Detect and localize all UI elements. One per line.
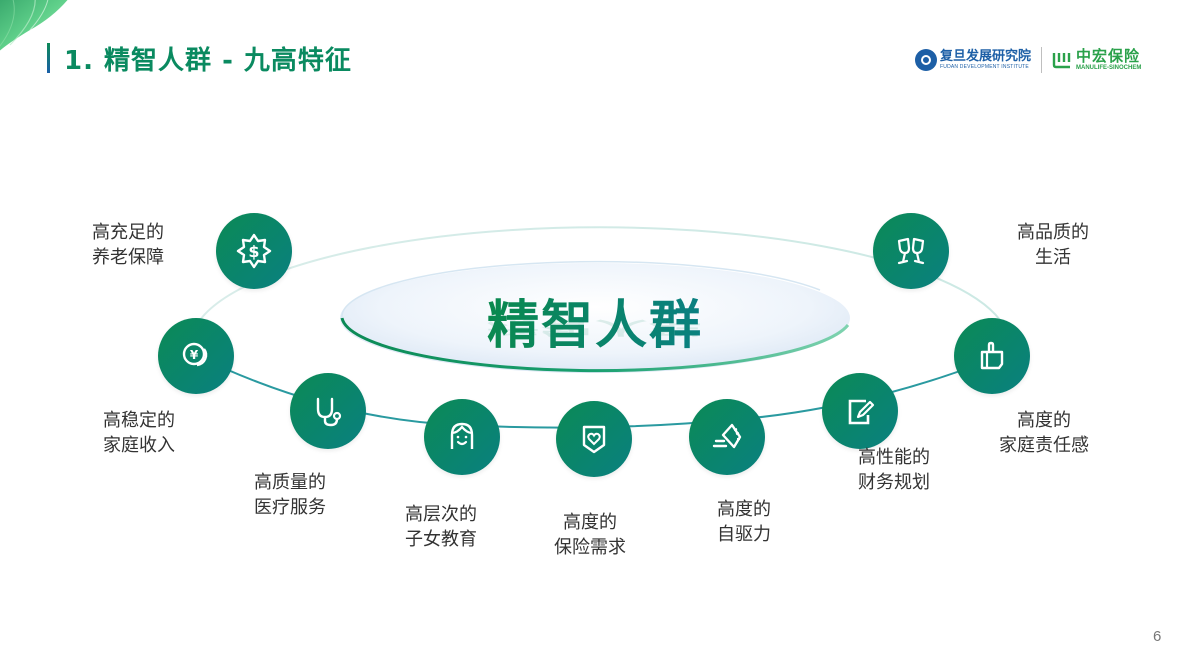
feature-label-family-responsibility: 高度的家庭责任感 — [999, 410, 1089, 456]
fudan-name-cn: 复旦发展研究院 — [940, 48, 1032, 64]
page-number: 6 — [1153, 628, 1162, 645]
manulife-logo: 中宏保险 MANULIFE-SINOCHEM — [1052, 48, 1141, 72]
feature-label-education: 高层次的子女教育 — [405, 504, 477, 550]
feature-label-self-drive: 高度的自驱力 — [717, 499, 771, 545]
feature-label-quality-life: 高品质的生活 — [1017, 222, 1089, 268]
decorative-leaf-graphic — [0, 0, 68, 51]
node-family-responsibility — [954, 318, 1030, 394]
center-title-reflection: 精智人群 — [486, 316, 703, 338]
shield-heart-icon — [582, 425, 606, 454]
manulife-name-en: MANULIFE-SINOCHEM — [1076, 65, 1142, 71]
svg-text:$: $ — [248, 242, 259, 261]
feature-label-medical: 高质量的医疗服务 — [254, 472, 326, 518]
feature-label-finance-planning: 高性能的财务规划 — [858, 447, 930, 493]
cheers-glasses-icon — [897, 237, 925, 265]
fudan-logo: 复旦发展研究院 FUDAN DEVELOPMENT INSTITUTE — [915, 49, 1031, 71]
yen-coin-icon: ¥ — [182, 342, 208, 367]
partner-logos: 复旦发展研究院 FUDAN DEVELOPMENT INSTITUTE 中宏保险… — [915, 42, 1141, 78]
stethoscope-icon — [316, 397, 342, 427]
edit-note-icon — [848, 399, 875, 425]
node-self-drive — [689, 399, 765, 475]
node-pension: $ — [216, 213, 292, 289]
node-medical — [290, 373, 366, 449]
manulife-name-cn: 中宏保险 — [1076, 47, 1141, 65]
fudan-name-en: FUDAN DEVELOPMENT INSTITUTE — [940, 63, 1029, 70]
child-face-icon — [450, 422, 474, 449]
manulife-emblem-icon — [1052, 53, 1071, 69]
fudan-emblem-icon — [915, 49, 937, 71]
node-quality-life — [873, 213, 949, 289]
thumbs-up-icon — [980, 341, 1004, 370]
feature-label-income: 高稳定的家庭收入 — [103, 410, 175, 456]
dollar-badge-icon: $ — [236, 233, 272, 269]
logo-divider — [1041, 47, 1043, 73]
node-income: ¥ — [158, 318, 234, 394]
node-insurance — [556, 401, 632, 477]
node-finance-planning — [822, 373, 898, 449]
node-education — [424, 399, 500, 475]
feature-label-insurance: 高度的保险需求 — [554, 512, 626, 558]
center-title: 精智人群 — [470, 283, 720, 358]
svg-text:¥: ¥ — [190, 348, 199, 362]
running-shoe-icon — [712, 423, 742, 449]
feature-label-pension: 高充足的养老保障 — [92, 222, 164, 268]
title-accent-bar — [47, 43, 50, 73]
page-title: 1. 精智人群 - 九高特征 — [64, 46, 352, 76]
